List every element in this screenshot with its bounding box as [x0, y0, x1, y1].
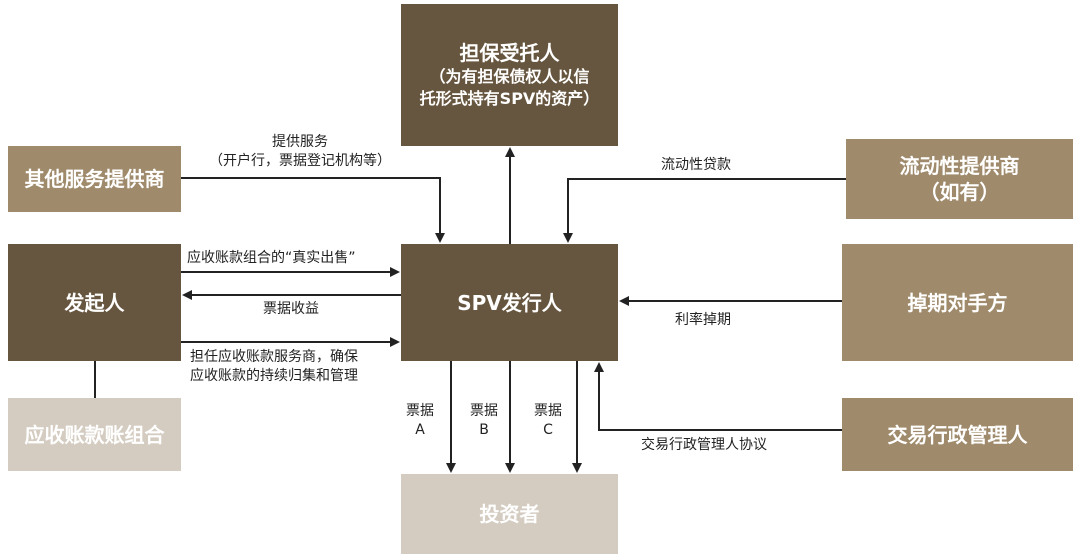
arrow-liquidity-to-spv: [563, 178, 846, 243]
swap-counterparty-box: 掉期对手方: [842, 244, 1073, 361]
label-true-sale: 应收账款组合的“真实出售”: [187, 250, 356, 266]
label-liquidity-loan: 流动性贷款: [661, 157, 731, 173]
label-note-a-line2: A: [415, 422, 425, 438]
investors-box: 投资者: [401, 474, 618, 554]
label-servicer-line1: 担任应收账款服务商，确保: [190, 349, 358, 365]
receivables-pool-title: 应收账款账组合: [24, 422, 165, 447]
transaction-admin-box: 交易行政管理人: [842, 398, 1073, 471]
other-providers-box: 其他服务提供商: [8, 146, 181, 212]
label-note-b-line2: B: [479, 422, 489, 438]
arrow-providers-to-spv: [181, 177, 445, 243]
arrow-admin-to-spv: [594, 362, 842, 431]
liquidity-provider-box: 流动性提供商 （如有）: [846, 139, 1073, 219]
originator-title: 发起人: [64, 290, 125, 315]
label-note-c: 票据 C: [528, 402, 568, 440]
guarantee-trustee-subtitle-1: （为有担保债权人以信: [429, 67, 590, 86]
label-note-c-line2: C: [543, 422, 553, 438]
swap-counterparty-title: 掉期对手方: [907, 290, 1008, 315]
investors-title: 投资者: [479, 502, 540, 526]
spv-issuer-title: SPV发行人: [457, 290, 562, 315]
label-note-proceeds: 票据收益: [263, 301, 319, 317]
label-note-c-line1: 票据: [534, 403, 562, 419]
label-admin-agreement: 交易行政管理人协议: [641, 437, 767, 453]
guarantee-trustee-subtitle-2: 托形式持有SPV的资产）: [419, 89, 600, 108]
label-note-b: 票据 B: [464, 402, 504, 440]
label-servicer: 担任应收账款服务商，确保 应收账款的持续归集和管理: [190, 348, 358, 386]
label-services-line1: 提供服务: [272, 134, 328, 150]
liquidity-provider-title: 流动性提供商: [899, 154, 1020, 178]
originator-box: 发起人: [8, 244, 181, 361]
label-services-line2: （开户行，票据登记机构等）: [209, 153, 391, 169]
label-services: 提供服务 （开户行，票据登记机构等）: [195, 133, 405, 171]
spv-issuer-box: SPV发行人: [401, 244, 618, 361]
receivables-pool-box: 应收账款账组合: [8, 398, 181, 471]
guarantee-trustee-title: 担保受托人: [459, 41, 560, 65]
label-note-a: 票据 A: [400, 402, 440, 440]
guarantee-trustee-box: 担保受托人 （为有担保债权人以信 托形式持有SPV的资产）: [401, 4, 618, 146]
label-servicer-line2: 应收账款的持续归集和管理: [190, 368, 358, 384]
other-providers-title: 其他服务提供商: [24, 167, 165, 191]
transaction-admin-title: 交易行政管理人: [887, 422, 1028, 447]
liquidity-provider-note: （如有）: [919, 180, 1000, 204]
label-note-b-line1: 票据: [470, 403, 498, 419]
label-rate-swap: 利率掉期: [675, 312, 731, 328]
label-note-a-line1: 票据: [406, 403, 434, 419]
